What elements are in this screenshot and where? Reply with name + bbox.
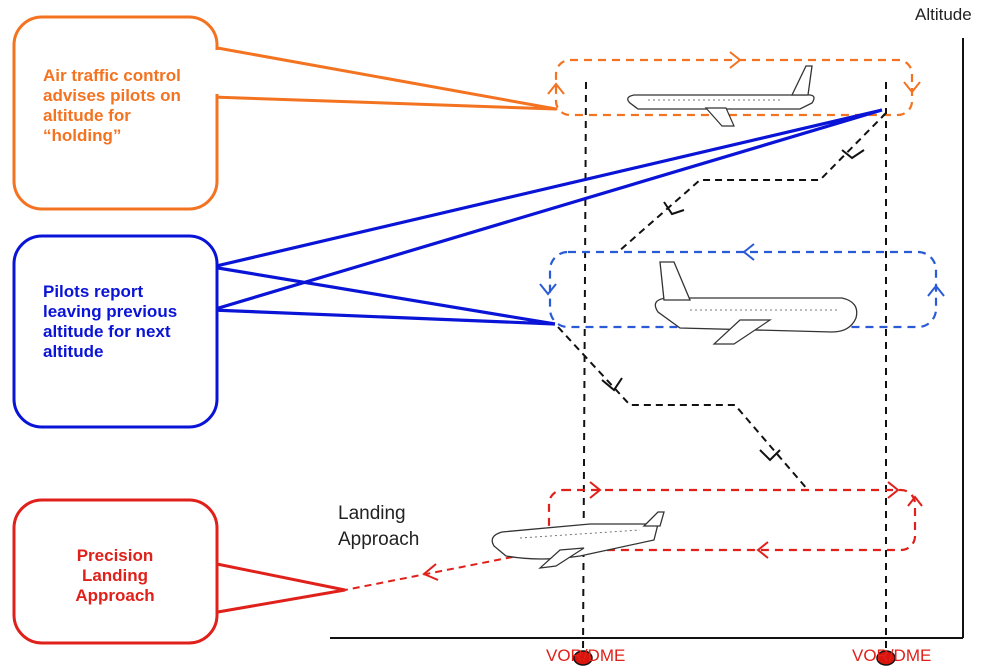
direction-arrow xyxy=(903,81,921,94)
descent-path-upper xyxy=(617,112,887,253)
landing-approach-path xyxy=(344,549,549,591)
callout-pointer-landing xyxy=(211,561,346,615)
direction-arrow xyxy=(547,82,565,95)
airplane-icon xyxy=(627,65,815,127)
callout-text-landing: Precision Landing Approach xyxy=(75,546,155,605)
callout-box-holding xyxy=(12,15,219,211)
direction-arrow xyxy=(729,51,742,69)
station-label-right: VOR/DME xyxy=(852,646,932,665)
callout-text-report: Pilots report leaving previous altitude … xyxy=(43,282,178,361)
station-marker-icon xyxy=(573,650,593,666)
callout-box-report xyxy=(12,234,219,429)
descent-path-lower xyxy=(557,326,809,491)
direction-arrow xyxy=(589,481,602,499)
landing-approach-label-line2: Approach xyxy=(338,529,420,550)
callout-box-landing xyxy=(12,498,219,645)
direction-arrow xyxy=(759,449,781,462)
callout-text-holding: Air traffic control advises pilots on al… xyxy=(43,66,181,145)
callout-pointer-holding xyxy=(210,45,558,111)
airplane-icon xyxy=(491,511,665,569)
airplane-icon xyxy=(654,261,858,345)
direction-arrow xyxy=(742,243,755,261)
station-marker-icon xyxy=(876,650,896,666)
direction-arrow xyxy=(539,283,557,296)
direction-arrow xyxy=(601,377,623,392)
holding-pattern-bottom xyxy=(547,488,917,552)
direction-arrow xyxy=(927,284,945,297)
direction-arrow xyxy=(422,563,439,581)
direction-arrow xyxy=(887,481,900,499)
axis-label-altitude: Altitude xyxy=(915,5,972,24)
station-label-left: VOR/DME xyxy=(546,646,626,665)
holding-pattern-top xyxy=(554,58,914,117)
direction-arrow xyxy=(907,495,923,507)
direction-arrow xyxy=(663,201,685,216)
direction-arrow xyxy=(841,149,865,160)
landing-approach-label-line1: Landing xyxy=(338,503,406,524)
station-line-left xyxy=(582,81,587,656)
direction-arrow xyxy=(756,541,769,559)
callout-pointer-report xyxy=(211,108,883,326)
